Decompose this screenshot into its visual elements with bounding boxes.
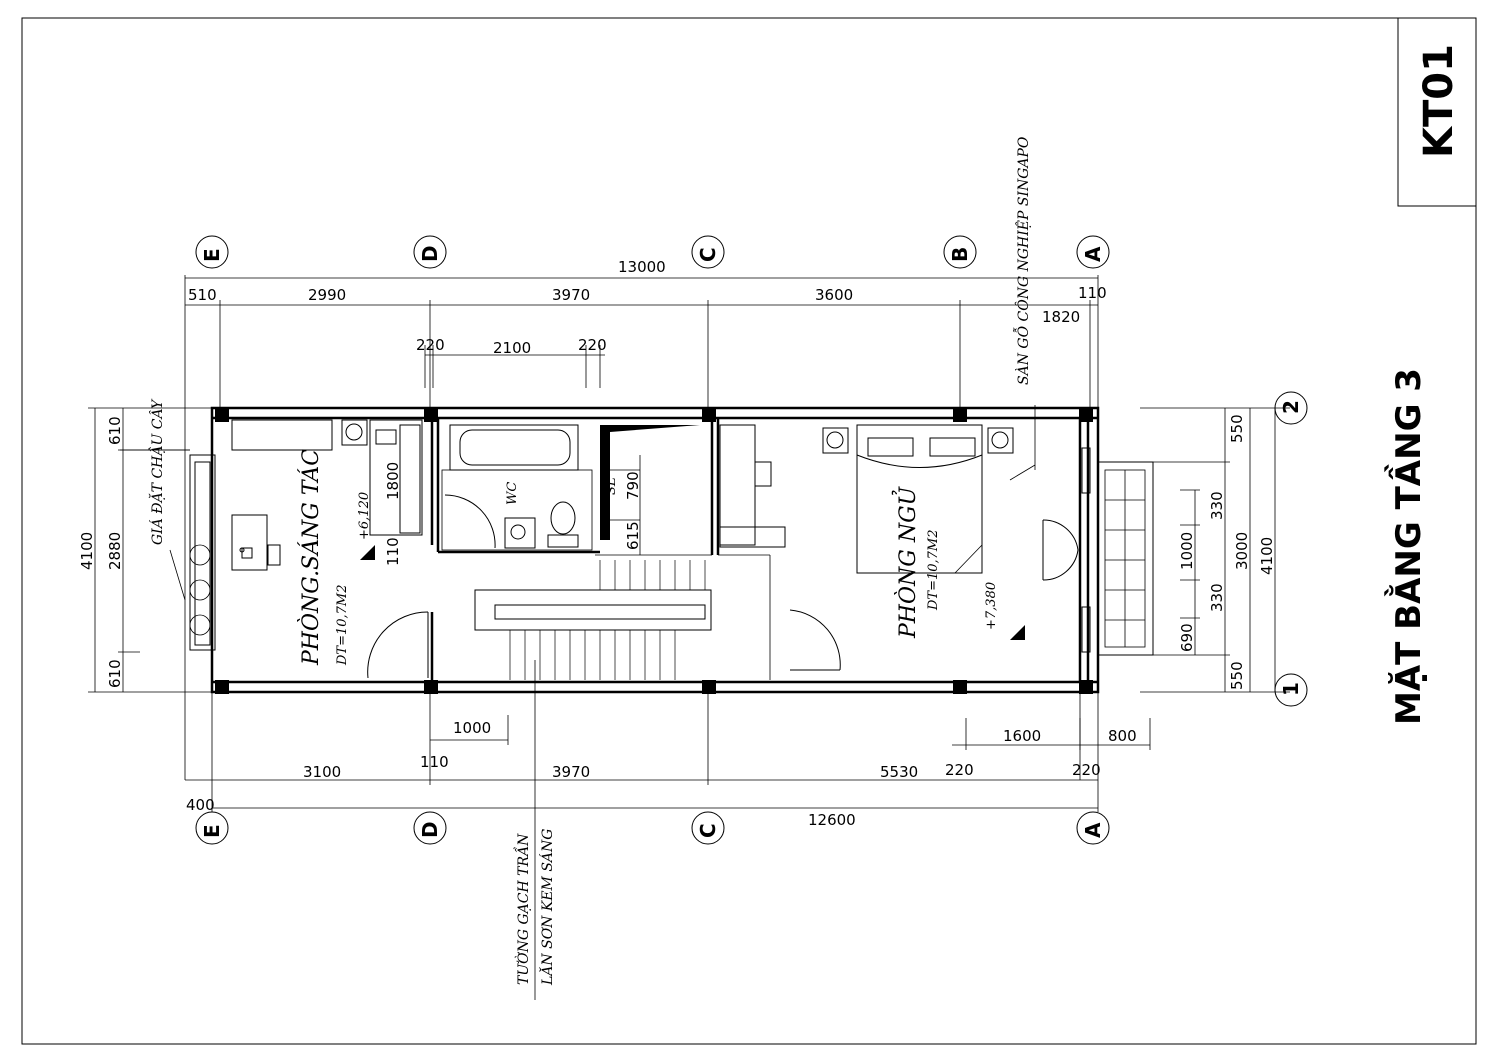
note-plant: GIÁ ĐẶT CHẬU CÂY [147, 398, 166, 545]
level-marker-bed [1010, 625, 1025, 640]
level-marker-studio [360, 545, 375, 560]
furniture [120, 405, 1154, 1000]
dim-right-1000: 1000 [1178, 532, 1196, 570]
axis-label-top-b: B [948, 247, 972, 262]
dim-bottom-800: 800 [1108, 727, 1137, 745]
dim-top-510: 510 [188, 286, 217, 304]
dim-left-4100: 4100 [78, 532, 96, 570]
dim-right-330b: 330 [1208, 583, 1226, 612]
axis-label-bottom-a: A [1081, 822, 1105, 838]
dim-right-3000: 3000 [1233, 532, 1251, 570]
dim-right-550a: 550 [1228, 414, 1246, 443]
axis-label-top-e: E [200, 248, 224, 262]
dim-bottom-220b: 220 [1072, 761, 1101, 779]
room-sl: SL [604, 477, 619, 495]
dim-top-overall: 13000 [618, 258, 666, 276]
dim-right-330a: 330 [1208, 491, 1226, 520]
room-studio-area: DT=10,7M2 [335, 584, 350, 666]
note-floor: SÀN GỖ CÔNG NGHIỆP SINGAPO [1012, 136, 1032, 385]
dim-right-4100: 4100 [1258, 537, 1276, 575]
room-bed-area: DT=10,7M2 [926, 529, 941, 611]
dim-top-110: 110 [1078, 284, 1107, 302]
axis-label-right-1: 1 [1279, 682, 1303, 696]
dim-bottom-400: 400 [186, 796, 215, 814]
axis-label-bottom-c: C [696, 823, 720, 838]
sheet-title: MẶT BẰNG TẦNG 3 [1384, 368, 1429, 725]
dim-bottom-1600: 1600 [1003, 727, 1041, 745]
dim-bottom-5530: 5530 [880, 763, 918, 781]
sheet-code: KT01 [1416, 44, 1462, 158]
dim-bottom-3100: 3100 [303, 763, 341, 781]
dim-bottom-220a: 220 [945, 761, 974, 779]
axis-label-bottom-d: D [418, 821, 442, 838]
dim-stair-220b: 220 [578, 336, 607, 354]
note-wall-1: TƯỜNG GẠCH TRẦN [512, 833, 532, 985]
room-wc: WC [505, 482, 520, 505]
dim-bottom-3970: 3970 [552, 763, 590, 781]
axis-label-top-d: D [418, 245, 442, 262]
dim-top-1820: 1820 [1042, 308, 1080, 326]
axis-label-top-a: A [1081, 246, 1105, 262]
axis-label-top-c: C [696, 247, 720, 262]
dim-inner-790: 790 [624, 471, 642, 500]
room-studio-level: +6,120 [357, 492, 372, 540]
note-wall-2: LĂN SƠN KEM SÁNG [538, 829, 556, 986]
dim-inner-110: 110 [384, 537, 402, 566]
room-studio-name: PHÒNG.SÁNG TÁC [297, 449, 324, 666]
dim-bottom-110: 110 [420, 753, 449, 771]
dim-right-550b: 550 [1228, 661, 1246, 690]
dim-bottom-overall: 12600 [808, 811, 856, 829]
dim-bottom-door: 1000 [453, 719, 491, 737]
axis-label-right-2: 2 [1279, 400, 1303, 414]
dim-top-2990: 2990 [308, 286, 346, 304]
dim-right-690: 690 [1178, 623, 1196, 652]
dim-stair-220a: 220 [416, 336, 445, 354]
axis-bubbles [195, 235, 1308, 845]
dim-stair-2100: 2100 [493, 339, 531, 357]
dimension-lines [88, 275, 1290, 812]
code-box [1397, 17, 1477, 207]
dim-top-3970: 3970 [552, 286, 590, 304]
dim-left-610a: 610 [106, 416, 124, 445]
room-bed-name: PHÒNG NGỦ [891, 485, 921, 639]
dim-top-3600: 3600 [815, 286, 853, 304]
dim-inner-615: 615 [624, 521, 642, 550]
dim-inner-1800: 1800 [384, 462, 402, 500]
axis-label-bottom-e: E [200, 824, 224, 838]
room-bed-level: +7,380 [984, 582, 999, 630]
dim-left-610b: 610 [106, 659, 124, 688]
dim-left-2880: 2880 [106, 532, 124, 570]
sheet-border [21, 17, 1477, 1045]
